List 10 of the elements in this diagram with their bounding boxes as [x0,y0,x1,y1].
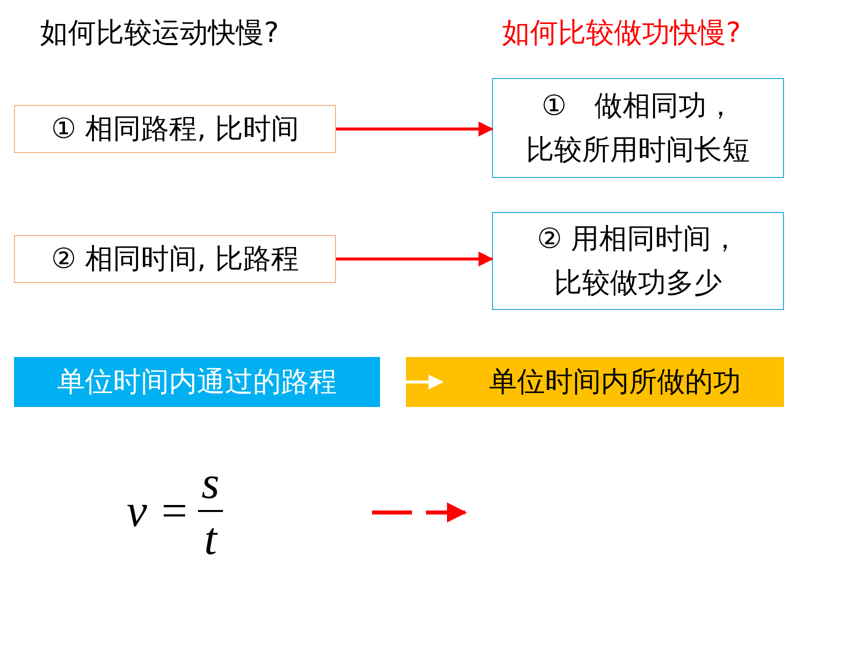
definition-box: 单位时间内所做的功 [406,357,784,407]
question-heading: 如何比较做功快慢? [502,15,741,51]
method-box: ② 用相同时间，比较做功多少 [492,212,784,310]
method-box: ① 相同路程, 比时间 [14,105,336,153]
method-box: ① 做相同功，比较所用时间长短 [492,78,784,178]
arrow [336,122,494,136]
definition-box: 单位时间内通过的路程 [14,357,380,407]
arrow [336,252,494,266]
method-box: ② 相同时间, 比路程 [14,235,336,283]
question-heading: 如何比较运动快慢? [40,15,279,51]
